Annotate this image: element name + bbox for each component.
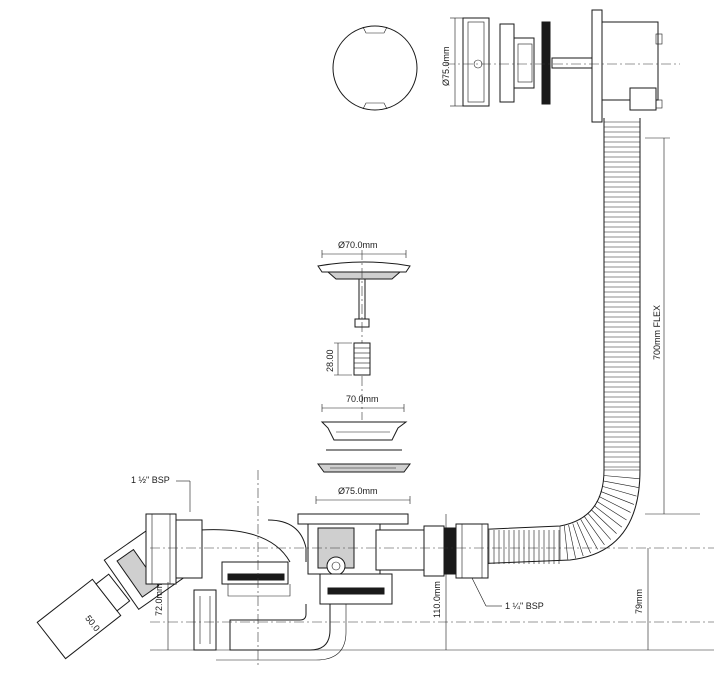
strainer: 70.0mm (320, 394, 408, 451)
outlet-nut (145, 513, 203, 585)
threaded-stem: 28.00 (325, 342, 371, 376)
trap-height-dimension: 72.0mm (154, 582, 169, 650)
outlet-thread-label: 1 ½" BSP (131, 475, 170, 485)
waste-diameter-dimension: Ø75.0mm (315, 486, 411, 504)
hose-corrugation (568, 524, 576, 559)
side-thread-label: 1 ¼" BSP (505, 601, 544, 611)
hose-corrugation (564, 525, 569, 560)
trap-bend (199, 519, 393, 661)
outlet-pipe: 50.0 (36, 573, 131, 660)
plug-diameter-label: Ø70.0mm (338, 240, 378, 250)
flex-height-label: 79mm (634, 589, 644, 614)
hose-corrugation (600, 491, 635, 505)
trap-height-label: 72.0mm (154, 583, 164, 616)
overflow-assembly-side (445, 9, 680, 123)
strainer-width-label: 70.0mm (346, 394, 379, 404)
waste-diameter-label: Ø75.0mm (338, 486, 378, 496)
flexible-hose (469, 118, 641, 565)
hose-corrugation (603, 475, 640, 480)
hose-corrugation (576, 521, 591, 554)
hose-corrugation (598, 496, 631, 513)
waste-height-dimension: 110.0mm (432, 514, 447, 650)
waste-body (297, 513, 489, 579)
hose-corrugation (590, 509, 617, 534)
hose-corrugation (603, 480, 639, 488)
hose-corrugation (572, 523, 584, 557)
outlet-thread-callout: 1 ½" BSP (131, 475, 191, 512)
overflow-diameter-label: Ø75.0mm (441, 46, 451, 86)
overflow-diameter-dimension: Ø75.0mm (441, 17, 463, 107)
sealing-washer (317, 463, 411, 473)
hose-corrugation (580, 519, 598, 550)
flex-length-label: 700mm FLEX (652, 305, 662, 360)
hose-corrugation (584, 516, 605, 546)
hose-corrugation (602, 485, 637, 497)
stem-length-label: 28.00 (325, 349, 335, 372)
hose-corrugation (593, 505, 623, 528)
plug-assembly: Ø70.0mm (317, 240, 411, 420)
flex-length-dimension: 700mm FLEX (645, 137, 700, 515)
flex-height-dimension: 79mm (634, 548, 649, 650)
hose-corrugation (596, 500, 627, 521)
overflow-cover-face (332, 25, 418, 111)
standpipe (193, 589, 217, 651)
waste-height-label: 110.0mm (432, 581, 442, 618)
hose-corrugation (587, 513, 611, 540)
side-thread-callout: 1 ¼" BSP (471, 577, 544, 611)
